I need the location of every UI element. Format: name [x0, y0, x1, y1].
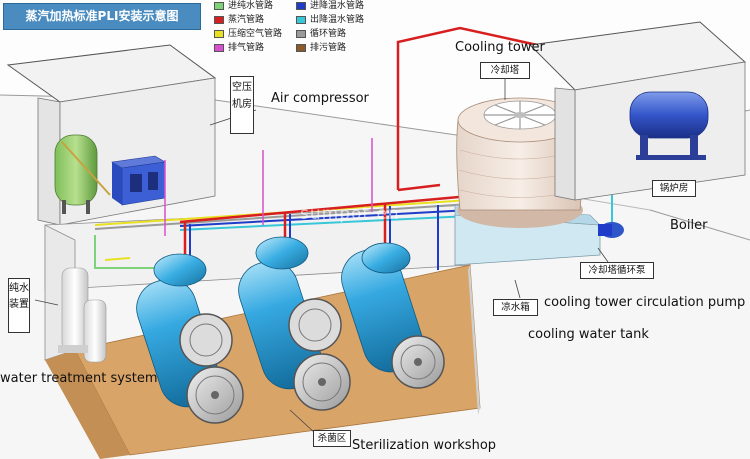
compressor-units — [111, 155, 166, 206]
legend-swatch — [296, 16, 306, 24]
tag-sterilization-area: 杀菌区 — [313, 430, 351, 447]
retort-3 — [341, 242, 445, 389]
air-compressor-room — [6, 44, 217, 226]
legend-swatch — [214, 30, 224, 38]
legend-label: 进纯水管路 — [228, 1, 274, 11]
pipe-legend: 进纯水管路 进降温水管路 蒸汽管路 出降温水管路 压缩空气管路 循环管路 排气管… — [214, 0, 364, 60]
legend-label: 蒸汽管路 — [228, 15, 265, 25]
legend-label: 排污管路 — [310, 43, 347, 53]
legend-swatch — [296, 30, 306, 38]
label-cooling-tower: Cooling tower — [455, 40, 545, 55]
pipe-network — [94, 26, 613, 270]
label-sterilization-workshop: Sterilization workshop — [352, 438, 497, 453]
legend-swatch — [296, 2, 306, 10]
tag-cooling-tower: 冷却塔 — [480, 62, 530, 79]
tag-boiler-room: 锅炉房 — [652, 180, 696, 197]
air-storage-tank — [54, 134, 111, 214]
tag-circulation-pump: 冷却塔循环泵 — [580, 262, 654, 279]
legend-swatch — [214, 44, 224, 52]
tag-pure-water-device: 纯水装置 — [8, 278, 30, 333]
tag-cooling-water-tank: 凉水箱 — [493, 299, 538, 316]
watermark: sumpot.en — [300, 204, 400, 224]
cooling-tower — [456, 97, 584, 228]
boiler — [629, 91, 709, 160]
water-treatment-tanks — [58, 267, 107, 363]
legend-swatch — [214, 16, 224, 24]
legend-label: 排气管路 — [228, 43, 265, 53]
diagram-title-box: 蒸汽加热标准PLI安装示意图 — [3, 3, 201, 30]
label-cooling-water-tank: cooling water tank — [528, 327, 649, 342]
legend-label: 压缩空气管路 — [228, 29, 283, 39]
label-water-treatment: water treatment system — [0, 371, 158, 386]
legend-label: 进降温水管路 — [310, 1, 365, 11]
legend-swatch — [296, 44, 306, 52]
retort-1 — [136, 253, 244, 424]
label-circulation-pump: cooling tower circulation pump — [544, 295, 746, 310]
label-air-compressor: Air compressor — [271, 91, 369, 106]
retort-2 — [238, 236, 351, 411]
circulation-pump — [598, 222, 624, 238]
legend-label: 出降温水管路 — [310, 15, 365, 25]
legend-swatch — [214, 2, 224, 10]
diagram-title: 蒸汽加热标准PLI安装示意图 — [25, 9, 179, 23]
tag-air-compressor-room: 空压机房 — [230, 76, 254, 134]
label-boiler: Boiler — [670, 218, 708, 233]
legend-label: 循环管路 — [310, 29, 347, 39]
